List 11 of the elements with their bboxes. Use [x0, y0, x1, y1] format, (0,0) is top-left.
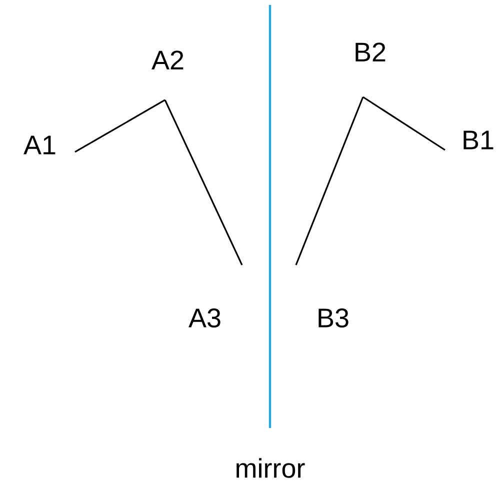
- point-label: A3: [188, 308, 220, 328]
- point-label: B3: [318, 308, 348, 328]
- line-segment: [164, 100, 243, 266]
- point-label: B2: [356, 42, 386, 62]
- point-label: A2: [152, 50, 184, 70]
- mirror-label: mirror: [236, 458, 305, 478]
- point-label: B1: [464, 130, 494, 150]
- point-label: A1: [24, 136, 56, 154]
- line-segment: [362, 96, 446, 151]
- line-segment: [74, 99, 166, 153]
- line-segment: [295, 96, 364, 266]
